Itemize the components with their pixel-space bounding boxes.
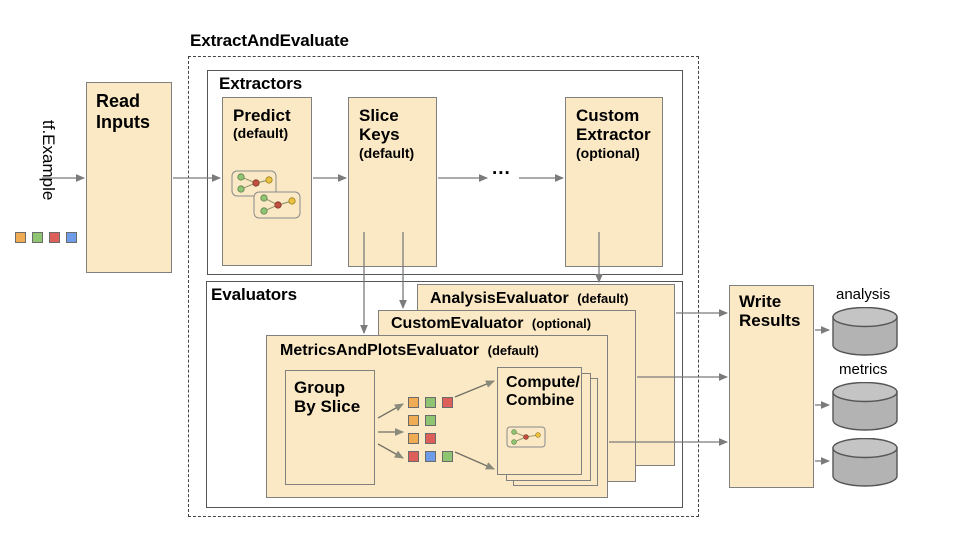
predict-box[interactable]: Predict (default) <box>222 97 312 266</box>
group-by-slice-line2: By Slice <box>294 397 361 417</box>
write-results-line2: Results <box>739 311 801 331</box>
swatch-red <box>425 433 436 444</box>
custom-evaluator-qualifier: (optional) <box>531 316 592 331</box>
output-label-analysis: analysis <box>836 286 891 303</box>
slice-keys-box[interactable]: Slice Keys (default) <box>348 97 437 267</box>
extractors-label: Extractors <box>219 74 303 93</box>
swatch-blue <box>425 451 436 462</box>
metrics-and-plots-evaluator-title: MetricsAndPlotsEvaluator <box>280 342 480 359</box>
custom-extractor-qualifier: (optional) <box>576 144 640 161</box>
slice-group-row-2 <box>408 415 436 426</box>
slice-group-row-3 <box>408 433 436 444</box>
compute-combine-line1: Compute/ <box>506 374 580 391</box>
slice-keys-line2: Keys <box>359 125 400 145</box>
swatch-orange <box>408 397 419 408</box>
input-swatches <box>15 232 77 243</box>
extract-and-evaluate-container <box>188 56 699 517</box>
swatch-green <box>425 397 436 408</box>
swatch-red <box>49 232 60 243</box>
predict-title: Predict <box>233 106 291 125</box>
extractors-ellipsis: ... <box>492 158 511 179</box>
output-label-metrics: metrics <box>839 361 888 378</box>
swatch-green <box>32 232 43 243</box>
slice-keys-line1: Slice <box>359 106 399 125</box>
swatch-orange <box>15 232 26 243</box>
custom-extractor-box[interactable]: Custom Extractor (optional) <box>565 97 663 267</box>
custom-extractor-line1: Custom <box>576 106 640 125</box>
swatch-green <box>425 415 436 426</box>
read-inputs-line1: Read <box>96 91 141 111</box>
write-results-box[interactable]: Write Results <box>729 285 814 488</box>
write-results-line1: Write <box>739 292 782 311</box>
swatch-green <box>442 451 453 462</box>
slice-keys-qualifier: (default) <box>359 144 415 161</box>
group-by-slice-line1: Group <box>294 378 345 397</box>
swatch-red <box>442 397 453 408</box>
compute-combine-box[interactable]: Compute/ Combine <box>497 367 582 475</box>
custom-evaluator-title: CustomEvaluator <box>391 315 524 332</box>
custom-extractor-line2: Extractor <box>576 125 651 145</box>
swatch-orange <box>408 433 419 444</box>
analysis-evaluator-qualifier: (default) <box>577 291 629 306</box>
predict-qualifier: (default) <box>233 125 289 142</box>
read-inputs-line2: Inputs <box>96 111 150 132</box>
evaluators-label: Evaluators <box>211 285 297 304</box>
evaluators-group <box>206 281 683 508</box>
extractors-group <box>207 70 683 275</box>
analysis-evaluator-title: AnalysisEvaluator <box>430 290 569 307</box>
metrics-and-plots-evaluator-qualifier: (default) <box>487 343 539 358</box>
swatch-red <box>408 451 419 462</box>
input-label: tf.Example <box>39 120 58 201</box>
slice-group-row-4 <box>408 451 453 462</box>
read-inputs-box[interactable]: Read Inputs <box>86 82 172 273</box>
swatch-blue <box>66 232 77 243</box>
group-by-slice-box[interactable]: Group By Slice <box>285 370 375 485</box>
extract-and-evaluate-label: ExtractAndEvaluate <box>190 31 349 50</box>
compute-combine-line2: Combine <box>506 392 575 410</box>
slice-group-row-1 <box>408 397 453 408</box>
swatch-orange <box>408 415 419 426</box>
